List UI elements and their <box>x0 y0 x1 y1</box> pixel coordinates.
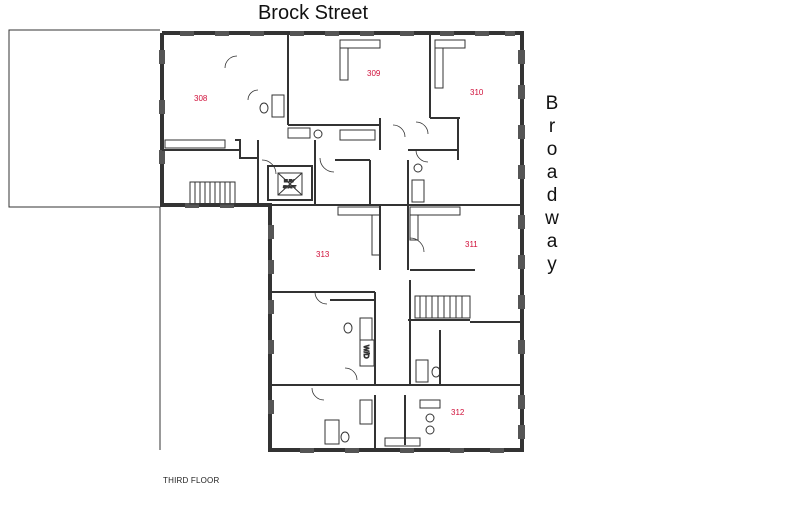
east-street-letter: d <box>546 185 558 206</box>
east-street-letter: B <box>545 93 559 114</box>
adjacent-building-outline <box>8 29 161 450</box>
exterior-walls <box>160 31 524 452</box>
stair-north <box>189 181 236 205</box>
unit-310-label: 310 <box>470 88 484 97</box>
elevator-label-2: SHAFT <box>283 184 297 189</box>
unit-308-label: 308 <box>194 94 208 103</box>
north-street-label: Brock Street <box>257 2 369 24</box>
unit-311-label: 311 <box>465 240 478 249</box>
unit-313-label: 313 <box>316 250 330 259</box>
unit-309-label: 309 <box>367 69 381 78</box>
kitchen-counters <box>164 39 466 447</box>
east-street-letter: a <box>546 162 558 183</box>
door-swings <box>224 55 429 401</box>
east-street-letter: a <box>546 231 558 252</box>
interior-walls <box>162 35 522 450</box>
floor-label: THIRD FLOOR <box>163 476 220 485</box>
windows <box>159 31 525 453</box>
bath-fixtures <box>259 94 441 445</box>
elevator-shaft: ELEV SHAFT <box>267 165 313 201</box>
unit-labels: 308 309 310 311 312 313 <box>194 69 484 417</box>
east-street-letter: y <box>547 254 557 275</box>
east-street-letter: r <box>548 116 556 137</box>
unit-312-label: 312 <box>451 408 465 417</box>
stair-south <box>414 295 471 319</box>
east-street-letter: o <box>546 139 558 160</box>
east-street-letter: w <box>545 208 559 229</box>
washer-dryer-label: W/D <box>362 345 369 359</box>
elevator-label-1: ELEV <box>284 178 295 183</box>
washer-dryer: W/D <box>359 339 375 367</box>
